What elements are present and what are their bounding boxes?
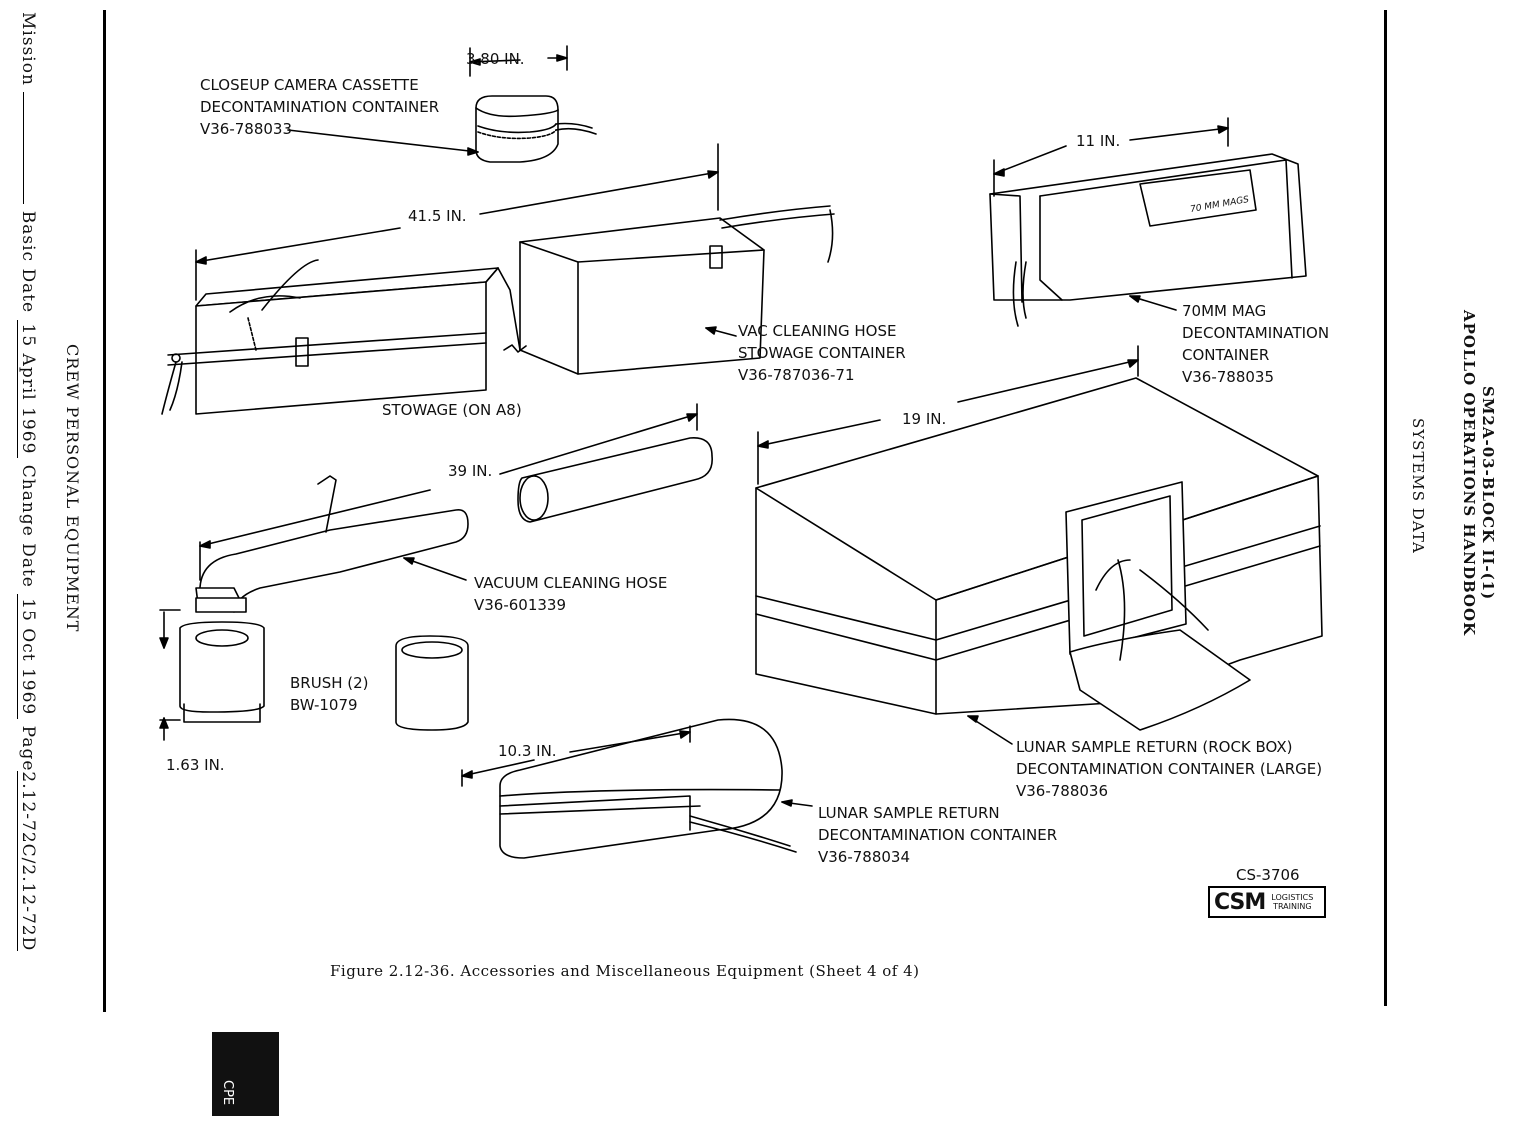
camera-cassette-container [287,45,597,163]
stowage-line2: STOWAGE CONTAINER [738,344,906,362]
mag-line2: DECONTAMINATION [1182,324,1330,342]
hose-dimension: 39 IN. [448,462,493,480]
rock-box-line2: DECONTAMINATION CONTAINER (LARGE) [1016,760,1323,778]
brush-part: BW-1079 [290,696,358,714]
mag-line3: CONTAINER [1182,346,1270,364]
drawing-code: CS-3706 [1236,866,1300,884]
mag-container [989,117,1307,327]
cassette-dimension: 3.80 IN. [466,50,525,68]
csm-logo-small: LOGISTICS TRAINING [1271,893,1313,911]
lunar-sample-dimension: 10.3 IN. [498,742,557,760]
section-tab: CPE [212,1032,279,1116]
rock-box-callout: LUNAR SAMPLE RETURN (ROCK BOX) DECONTAMI… [1016,736,1322,802]
lunar-sample-container [461,718,813,859]
cassette-line2: DECONTAMINATION CONTAINER [200,98,440,116]
cassette-part: V36-788033 [200,120,293,138]
mag-line1: 70MM MAG [1182,302,1267,320]
lunar-sample-callout: LUNAR SAMPLE RETURN DECONTAMINATION CONT… [818,802,1057,868]
stowage-container [161,143,835,415]
csm-logo: CSM LOGISTICS TRAINING [1208,886,1326,918]
rock-box-line1: LUNAR SAMPLE RETURN (ROCK BOX) [1016,738,1293,756]
rock-box-dimension: 19 IN. [902,410,947,428]
rock-box-part: V36-788036 [1016,782,1109,800]
brush-items [159,609,469,741]
csm-logo-small2: TRAINING [1273,902,1312,911]
hose-line1: VACUUM CLEANING HOSE [474,574,668,592]
stowage-dimension: 41.5 IN. [408,207,467,225]
lunar-sample-line1: LUNAR SAMPLE RETURN [818,804,1000,822]
left-rule [103,10,106,1012]
cassette-callout: CLOSEUP CAMERA CASSETTE DECONTAMINATION … [200,74,439,140]
stowage-line1: VAC CLEANING HOSE [738,322,897,340]
lunar-sample-part: V36-788034 [818,848,911,866]
vacuum-hose [195,403,713,613]
mag-callout: 70MM MAG DECONTAMINATION CONTAINER V36-7… [1182,300,1329,388]
mag-part: V36-788035 [1182,368,1275,386]
lunar-sample-line2: DECONTAMINATION CONTAINER [818,826,1058,844]
stowage-location: STOWAGE (ON A8) [382,401,522,419]
section-tab-label: CPE [220,1080,235,1106]
brush-dimension: 1.63 IN. [166,756,225,774]
hose-part: V36-601339 [474,596,567,614]
stowage-part: V36-787036-71 [738,366,855,384]
brush-callout: BRUSH (2) BW-1079 [290,672,369,716]
csm-logo-small1: LOGISTICS [1271,893,1314,902]
rock-box-container [755,345,1323,745]
csm-logo-big: CSM [1214,889,1266,915]
stowage-callout: VAC CLEANING HOSE STOWAGE CONTAINER V36-… [738,320,906,386]
mag-dimension: 11 IN. [1076,132,1121,150]
hose-callout: VACUUM CLEANING HOSE V36-601339 [474,572,667,616]
brush-line1: BRUSH (2) [290,674,369,692]
right-rule [1384,10,1387,1006]
cassette-line1: CLOSEUP CAMERA CASSETTE [200,76,419,94]
figure-caption: Figure 2.12-36. Accessories and Miscella… [330,962,920,980]
